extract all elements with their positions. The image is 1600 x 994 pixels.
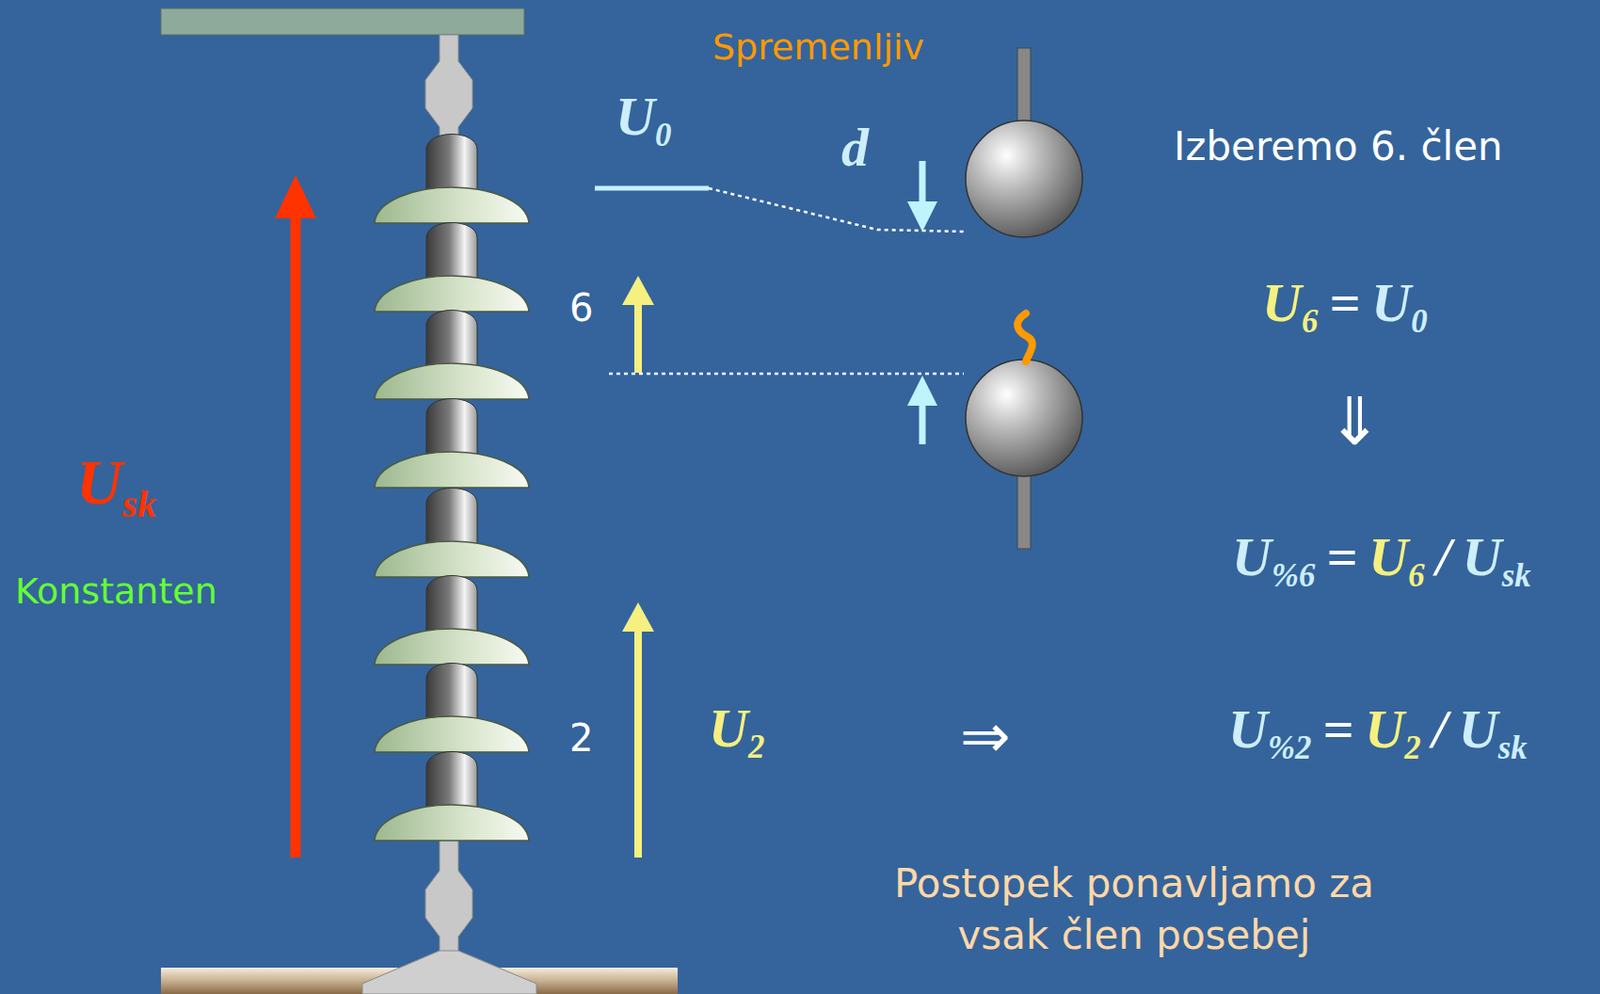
insulator-disc (374, 628, 529, 665)
voltage-arrow (634, 625, 642, 858)
note-text: Izberemo 6. člen (1173, 125, 1504, 169)
top-fitting (425, 34, 473, 151)
insulator-cap (426, 399, 478, 461)
formula-symbol: Usk (1462, 527, 1532, 594)
implication-arrow: ⇓ (1327, 385, 1383, 459)
voltage-symbol: Usk (76, 447, 157, 527)
gap-arrow (919, 399, 927, 445)
arrow-head (622, 602, 655, 632)
insulator-disc (374, 716, 529, 752)
distance-symbol: d (841, 117, 869, 178)
arrow-head (622, 275, 655, 305)
callout-number: 2 (569, 717, 593, 759)
caption-label: Konstanten (15, 572, 218, 612)
formula-operator: / (1436, 527, 1452, 588)
insulator-disc (374, 804, 529, 841)
reference-line (594, 186, 709, 192)
sphere-electrode (965, 359, 1083, 477)
insulator-cap (426, 310, 478, 372)
insulator-cap (426, 134, 478, 196)
callout-number: 6 (569, 287, 593, 329)
insulator-disc (374, 363, 529, 400)
insulator-disc (374, 187, 529, 224)
caption-label: Spremenljiv (712, 28, 925, 68)
formula-operator: = (1326, 527, 1358, 588)
note-text: Postopek ponavljamo za vsak člen posebej (889, 858, 1379, 961)
voltage-arrow (634, 299, 642, 373)
insulator-disc (374, 275, 529, 312)
formula-operator: = (1328, 272, 1360, 334)
sphere-electrode (965, 120, 1083, 238)
top-plate (160, 8, 525, 35)
arrow-head (274, 175, 317, 219)
formula-symbol: U6 (1262, 272, 1318, 340)
arrow-head (907, 201, 938, 232)
spark (1017, 313, 1033, 362)
voltage-symbol: U2 (708, 698, 765, 766)
insulator-cap (426, 223, 478, 285)
voltage-arrow (290, 211, 302, 858)
base-foot (362, 950, 537, 994)
formula-operator: / (1432, 699, 1448, 760)
formula-symbol: U0 (1371, 272, 1427, 340)
implication-arrow: ⇒ (960, 704, 1011, 770)
insulator-disc (374, 541, 529, 577)
insulator-cap (426, 752, 478, 814)
formula-symbol: Usk (1458, 699, 1528, 767)
formula-symbol: U%2 (1228, 699, 1312, 767)
voltage-symbol: U0 (615, 86, 672, 154)
formula-symbol: U6 (1368, 527, 1424, 594)
dotted-leader (608, 372, 964, 376)
insulator-cap (426, 576, 478, 638)
gap-arrow (919, 160, 927, 208)
insulator-cap (426, 488, 478, 550)
arrow-head (907, 375, 938, 406)
formula-symbol: U%6 (1232, 527, 1315, 594)
formula-symbol: U2 (1364, 699, 1421, 767)
insulator-cap (426, 663, 478, 725)
formula-operator: = (1322, 699, 1354, 760)
insulator-disc (374, 451, 529, 488)
